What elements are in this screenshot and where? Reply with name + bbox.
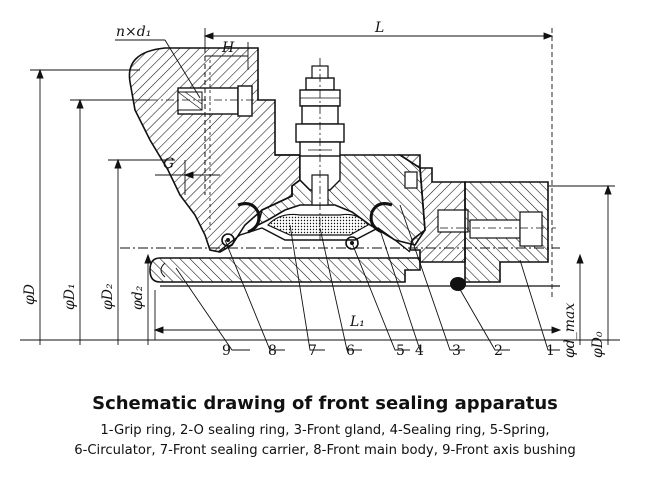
part-number-6: 6 <box>346 343 355 359</box>
caption-title: Schematic drawing of front sealing appar… <box>92 393 558 414</box>
o-sealing-ring <box>450 277 466 291</box>
grip-ring <box>440 181 556 283</box>
label-L1: L₁ <box>349 314 365 330</box>
label-L: L <box>374 20 384 36</box>
label-phidmax: φd_max <box>562 303 578 358</box>
part-number-7: 7 <box>308 343 317 359</box>
part-number-3: 3 <box>452 343 461 359</box>
spring-and-sealing-ring <box>217 202 411 253</box>
label-n-times-d1: n×d₁ <box>116 24 151 40</box>
part-number-8: 8 <box>268 343 277 359</box>
part-number-4: 4 <box>415 343 424 359</box>
caption-line-1: 1-Grip ring, 2-O sealing ring, 3-Front g… <box>100 423 550 438</box>
circulator <box>266 213 369 236</box>
label-phiD0: φD₀ <box>590 331 606 358</box>
part-number-1: 1 <box>546 343 555 359</box>
label-H: H <box>221 40 235 56</box>
front-axis-bushing <box>149 257 560 287</box>
dimension-lines <box>20 28 620 345</box>
part-number-5: 5 <box>396 343 405 359</box>
label-phiD1: φD₁ <box>62 283 78 310</box>
caption-line-2: 6-Circulator, 7-Front sealing carrier, 8… <box>74 443 576 458</box>
label-G: G <box>163 156 174 172</box>
part-number-2: 2 <box>494 343 503 359</box>
label-phiD: φD <box>22 284 38 305</box>
front-main-body <box>128 47 301 253</box>
label-phiD2: φD₂ <box>100 283 116 310</box>
part-number-9: 9 <box>222 343 231 359</box>
part-leaders <box>175 204 560 351</box>
front-gland <box>397 154 469 263</box>
top-bolt <box>295 58 345 240</box>
label-phid2: φd₂ <box>130 285 146 310</box>
